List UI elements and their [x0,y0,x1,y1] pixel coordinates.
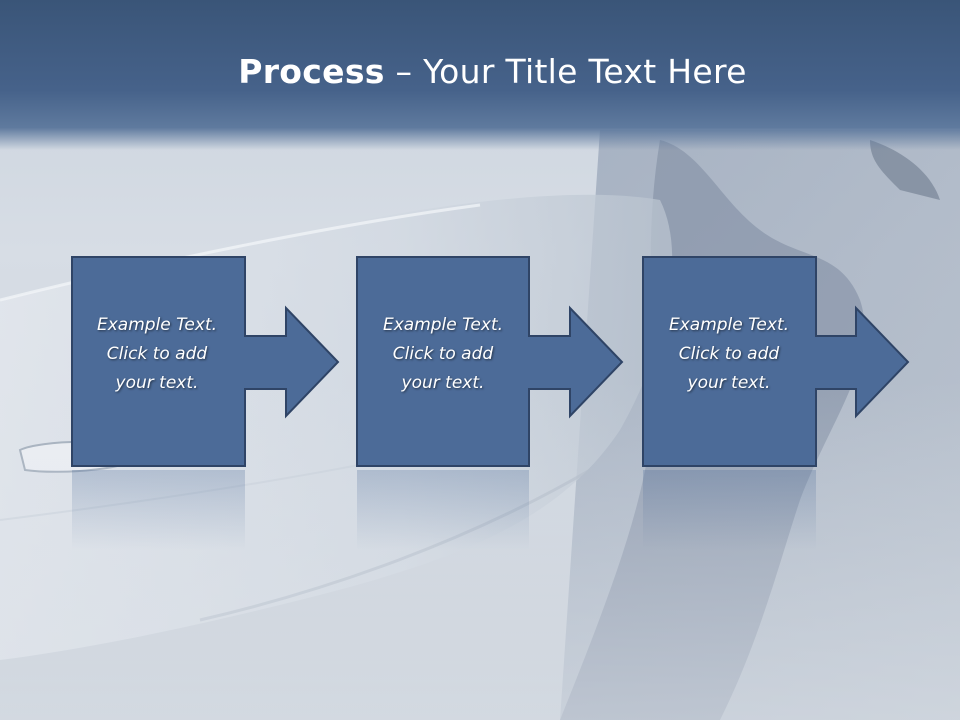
process-step-3-shape[interactable] [630,250,930,550]
step-3-line-1: Example Text. [668,315,790,335]
slide-title[interactable]: Process – Your Title Text Here [0,52,960,91]
step-3-line-3: your text. [687,373,771,393]
step-1-line-1: Example Text. [96,315,218,335]
process-step-3-text[interactable]: Example Text. Click to add your text. [644,311,814,398]
process-step-2-shape[interactable] [345,250,645,550]
step-2-line-1: Example Text. [382,315,504,335]
title-bar [0,0,960,150]
right-arrow-icon [356,256,624,467]
title-bold: Process [238,52,385,91]
process-step-2-text[interactable]: Example Text. Click to add your text. [358,311,528,398]
right-arrow-icon [642,256,910,467]
step-2-line-2: Click to add [392,344,494,364]
process-step-1-shape[interactable] [60,250,360,550]
title-rest: – Your Title Text Here [384,52,747,91]
step-1-line-2: Click to add [106,344,208,364]
step-1-line-3: your text. [115,373,199,393]
right-arrow-icon [71,256,340,467]
process-step-1-text[interactable]: Example Text. Click to add your text. [72,311,242,398]
step-3-line-2: Click to add [678,344,780,364]
step-2-line-3: your text. [401,373,485,393]
